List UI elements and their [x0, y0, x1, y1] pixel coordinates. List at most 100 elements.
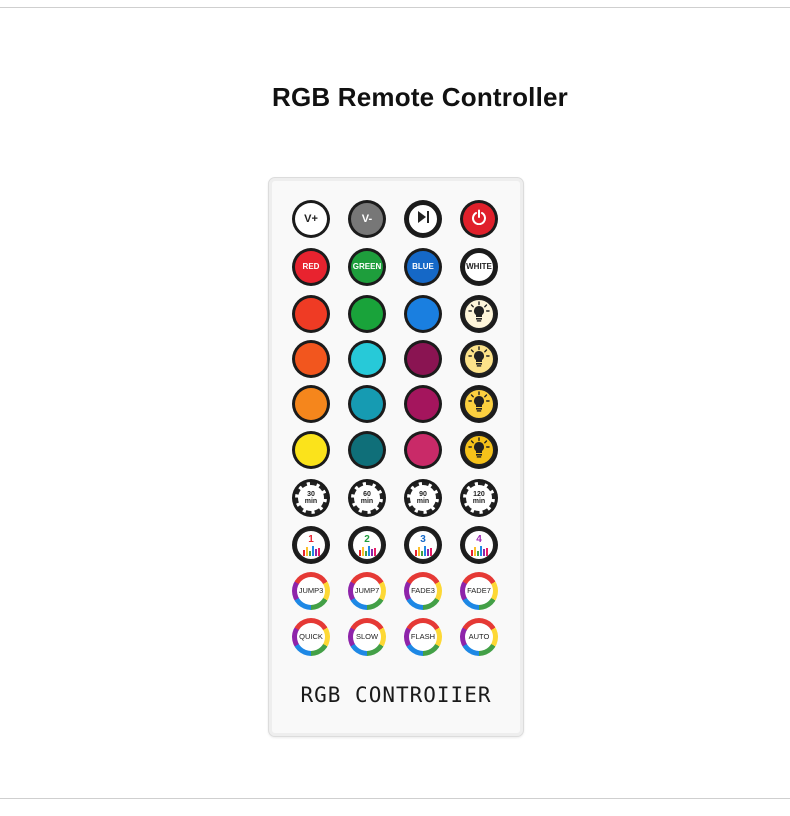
music-mode-3-button[interactable]: 3 [404, 526, 442, 564]
volume-up-button[interactable]: V+ [292, 200, 330, 238]
bulb-icon [468, 345, 490, 373]
equalizer-bar [482, 548, 485, 556]
green-button[interactable]: GREEN [348, 248, 386, 286]
button-face [463, 203, 495, 235]
button-label: JUMP3 [298, 586, 324, 596]
music-mode-4-button[interactable]: 4 [460, 526, 498, 564]
color-button-magenta[interactable] [404, 385, 442, 423]
button-face: 2 [351, 529, 383, 561]
button-face [351, 298, 383, 330]
color-button-azure[interactable] [404, 295, 442, 333]
color-button-amber[interactable] [292, 385, 330, 423]
volume-down-button[interactable]: V- [348, 200, 386, 238]
button-label: BLUE [412, 262, 434, 271]
brightness-button-4[interactable] [460, 431, 498, 469]
equalizer-bar [302, 549, 305, 556]
slow-button[interactable]: SLOW [348, 618, 386, 656]
equalizer-bar [370, 548, 373, 556]
button-label: AUTO [468, 632, 490, 642]
bottom-divider [0, 798, 790, 799]
button-face: WHITE [463, 251, 495, 283]
button-face [463, 343, 495, 375]
button-face [351, 388, 383, 420]
color-button-green[interactable] [348, 295, 386, 333]
equalizer-bar [367, 545, 370, 556]
equalizer-icon [414, 545, 432, 556]
color-button-teal[interactable] [348, 385, 386, 423]
button-label: QUICK [299, 632, 323, 642]
flash-button[interactable]: FLASH [404, 618, 442, 656]
music-mode-1-button[interactable]: 1 [292, 526, 330, 564]
remote-control: V+ V- RED GREEN BLUE WHITE 30 min 60 min 90 min 1… [268, 177, 524, 737]
play-pause-button[interactable] [404, 200, 442, 238]
fade7-button[interactable]: FADE7 [460, 572, 498, 610]
timer-90-button[interactable]: 90 min [404, 479, 442, 517]
red-button[interactable]: RED [292, 248, 330, 286]
equalizer-bar [317, 547, 320, 556]
top-divider [0, 7, 790, 8]
brightness-button-3[interactable] [460, 385, 498, 423]
color-button-orange-red[interactable] [292, 295, 330, 333]
button-face [351, 343, 383, 375]
fade3-button[interactable]: FADE3 [404, 572, 442, 610]
button-face [407, 298, 439, 330]
color-button-yellow[interactable] [292, 431, 330, 469]
page-title: RGB Remote Controller [271, 82, 568, 112]
music-mode-number: 2 [364, 533, 370, 545]
button-label: V- [361, 212, 373, 225]
button-face [295, 298, 327, 330]
remote-brand-label: RGB CONTROIIER [300, 683, 492, 707]
timer-60-button[interactable]: 60 min [348, 479, 386, 517]
button-face: 1 [295, 529, 327, 561]
button-face: V+ [295, 203, 327, 235]
button-face: BLUE [407, 251, 439, 283]
bulb-icon [468, 300, 490, 328]
button-face: FADE3 [409, 577, 437, 605]
quick-button[interactable]: QUICK [292, 618, 330, 656]
button-label: JUMP7 [354, 586, 380, 596]
button-label: FADE3 [411, 586, 435, 596]
timer-120-button[interactable]: 120 min [460, 479, 498, 517]
equalizer-bar [314, 548, 317, 556]
brightness-button-1[interactable] [460, 295, 498, 333]
color-button-cyan[interactable] [348, 340, 386, 378]
button-face [295, 434, 327, 466]
button-face: FADE7 [465, 577, 493, 605]
white-button[interactable]: WHITE [460, 248, 498, 286]
jump3-button[interactable]: JUMP3 [292, 572, 330, 610]
button-label: V+ [304, 212, 318, 225]
button-face: JUMP3 [297, 577, 325, 605]
equalizer-bar [361, 546, 364, 556]
brightness-button-2[interactable] [460, 340, 498, 378]
button-face: QUICK [297, 623, 325, 651]
button-face [463, 298, 495, 330]
jump7-button[interactable]: JUMP7 [348, 572, 386, 610]
timer-30-button[interactable]: 30 min [292, 479, 330, 517]
equalizer-bar [417, 546, 420, 556]
color-button-dark-teal[interactable] [348, 431, 386, 469]
blue-button[interactable]: BLUE [404, 248, 442, 286]
button-face [407, 434, 439, 466]
button-face [407, 203, 439, 235]
button-face: GREEN [351, 251, 383, 283]
button-face: V- [351, 203, 383, 235]
equalizer-bar [485, 547, 488, 556]
color-button-pink[interactable] [404, 431, 442, 469]
equalizer-bar [473, 546, 476, 556]
button-label: SLOW [355, 632, 379, 642]
auto-button[interactable]: AUTO [460, 618, 498, 656]
button-label: WHITE [466, 262, 492, 271]
power-button[interactable] [460, 200, 498, 238]
music-mode-2-button[interactable]: 2 [348, 526, 386, 564]
color-button-plum[interactable] [404, 340, 442, 378]
button-face [295, 343, 327, 375]
color-button-orange[interactable] [292, 340, 330, 378]
music-mode-number: 1 [308, 533, 314, 545]
equalizer-bar [470, 549, 473, 556]
equalizer-bar [311, 545, 314, 556]
equalizer-icon [302, 545, 320, 556]
button-face: SLOW [353, 623, 381, 651]
timer-label: 120 min [472, 490, 486, 505]
button-face: 90 min [407, 482, 439, 514]
